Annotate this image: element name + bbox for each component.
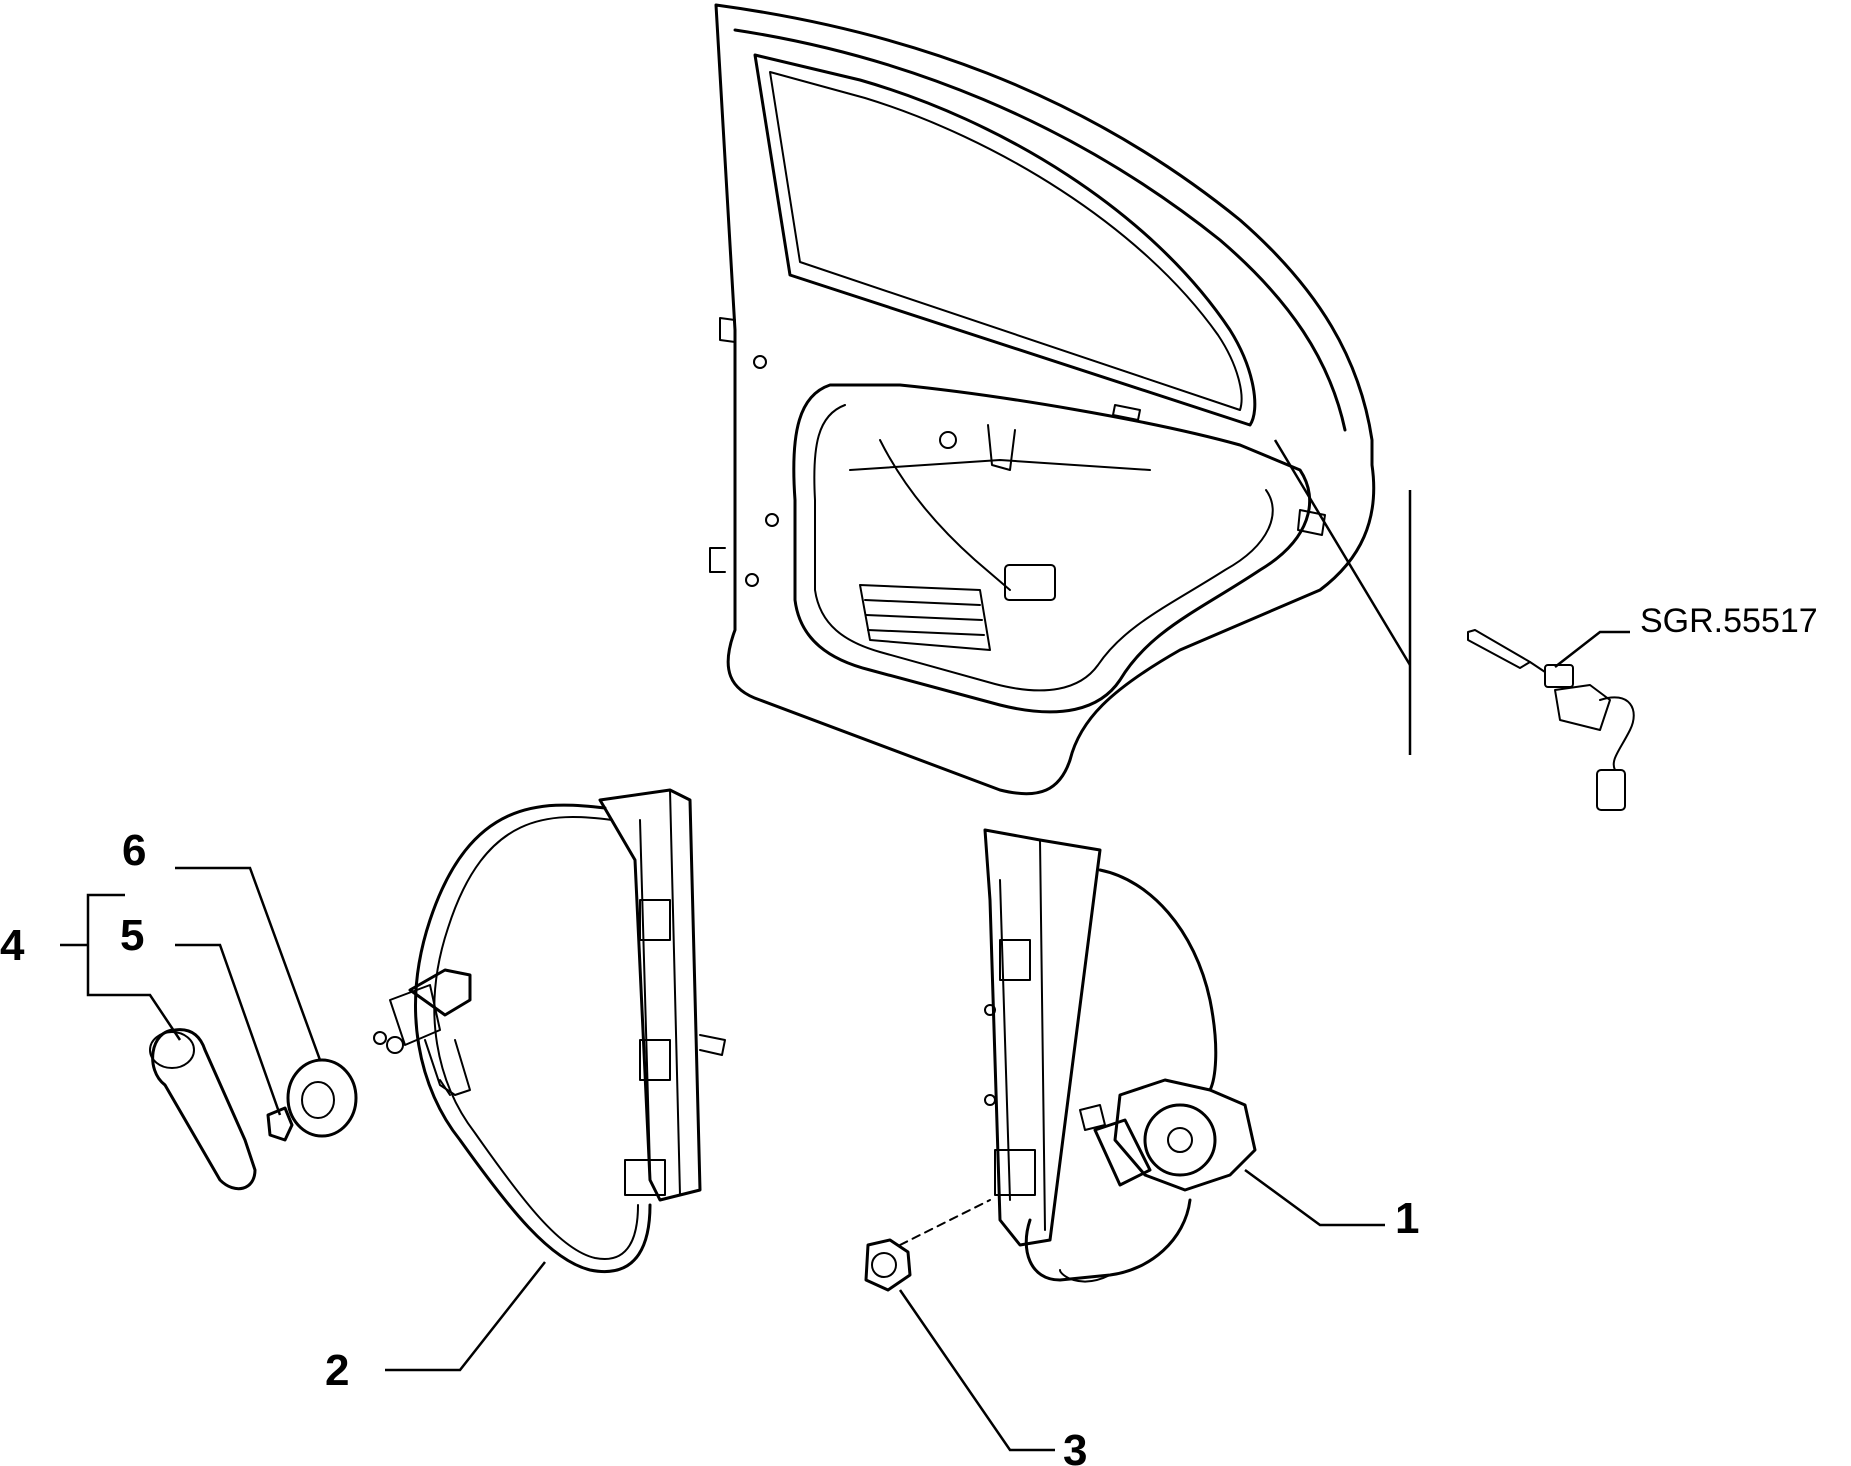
callout-5: 5 xyxy=(120,911,144,960)
manual-window-regulator xyxy=(373,788,726,1273)
callout-1-door: 1 xyxy=(1395,1194,1419,1243)
rear-door-shell xyxy=(709,3,1376,796)
sgr-harness-part xyxy=(1467,629,1635,811)
callout-4: 4 xyxy=(0,921,25,970)
part-3-leader xyxy=(898,1289,1055,1452)
window-handle-part xyxy=(149,1028,257,1191)
clip-part xyxy=(266,1106,294,1142)
sgr-leader xyxy=(1554,630,1630,668)
nut-part xyxy=(864,1199,991,1292)
electric-window-regulator xyxy=(983,828,1257,1283)
door-leader xyxy=(1273,439,1412,755)
parts-4-5-6-leaders xyxy=(60,866,322,1116)
part-1-leader xyxy=(1244,1168,1385,1227)
part-2-leader xyxy=(385,1261,546,1372)
rosette-part xyxy=(286,1058,358,1138)
callout-3: 3 xyxy=(1063,1426,1087,1466)
callout-6: 6 xyxy=(122,826,146,875)
sgr-reference-label: SGR.55517 xyxy=(1640,602,1818,640)
callout-2: 2 xyxy=(325,1346,349,1395)
